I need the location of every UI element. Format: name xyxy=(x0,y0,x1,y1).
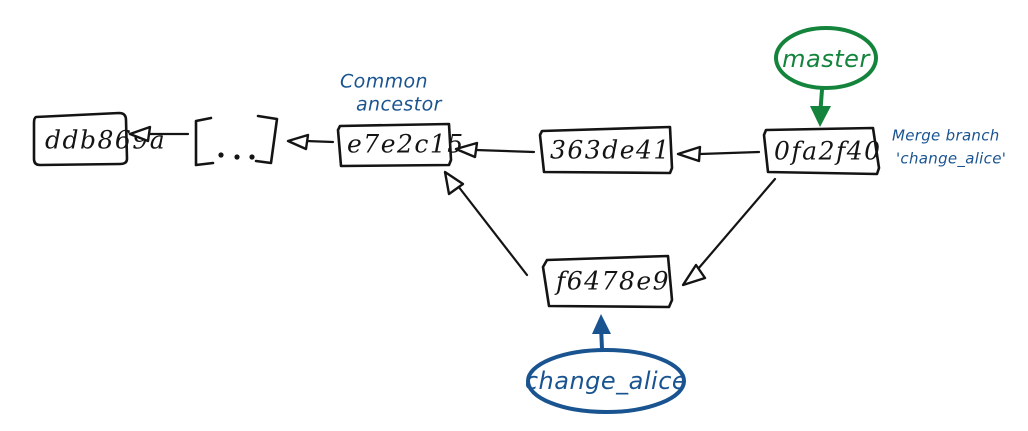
branch-label-change-alice[interactable]: change_alice xyxy=(525,348,687,414)
commit-node-e7e2c15[interactable]: e7e2c15 xyxy=(336,122,465,168)
commit-node-0fa2f40[interactable]: 0fa2f40 xyxy=(762,126,882,176)
commit-node-ellipsis: [...] xyxy=(194,114,279,167)
arrow-ellipsis-to-ddb869a xyxy=(128,125,190,143)
branch-label-master[interactable]: master xyxy=(774,26,878,90)
arrow-change-alice-to-f6478e9 xyxy=(592,314,611,351)
branch-name-master: master xyxy=(782,45,871,73)
commit-label-0fa2f40: 0fa2f40 xyxy=(774,137,882,166)
arrow-0fa2f40-to-f6478e9 xyxy=(681,177,777,287)
commit-label-363de41: 363de41 xyxy=(550,136,671,165)
common-ancestor-line-1: Common xyxy=(340,71,428,93)
annotation-merge-message: Merge branch 'change_alice' xyxy=(892,127,1006,169)
commit-label-f6478e9: f6478e9 xyxy=(554,267,670,296)
arrow-master-to-0fa2f40 xyxy=(810,88,831,127)
arrow-0fa2f40-to-363de41 xyxy=(676,145,761,163)
annotation-common-ancestor: Common ancestor xyxy=(340,71,443,116)
arrow-363de41-to-e7e2c15 xyxy=(454,141,536,159)
branch-name-change-alice: change_alice xyxy=(525,367,687,395)
commit-node-363de41[interactable]: 363de41 xyxy=(538,125,674,175)
arrow-e7e2c15-to-ellipsis xyxy=(286,133,335,151)
merge-message-line-2: 'change_alice' xyxy=(896,150,1006,169)
common-ancestor-line-2: ancestor xyxy=(356,94,443,116)
commit-node-f6478e9[interactable]: f6478e9 xyxy=(541,254,674,309)
merge-message-line-1: Merge branch xyxy=(892,127,1000,145)
arrow-f6478e9-to-e7e2c15 xyxy=(443,170,529,277)
commit-label-e7e2c15: e7e2c15 xyxy=(347,130,465,159)
